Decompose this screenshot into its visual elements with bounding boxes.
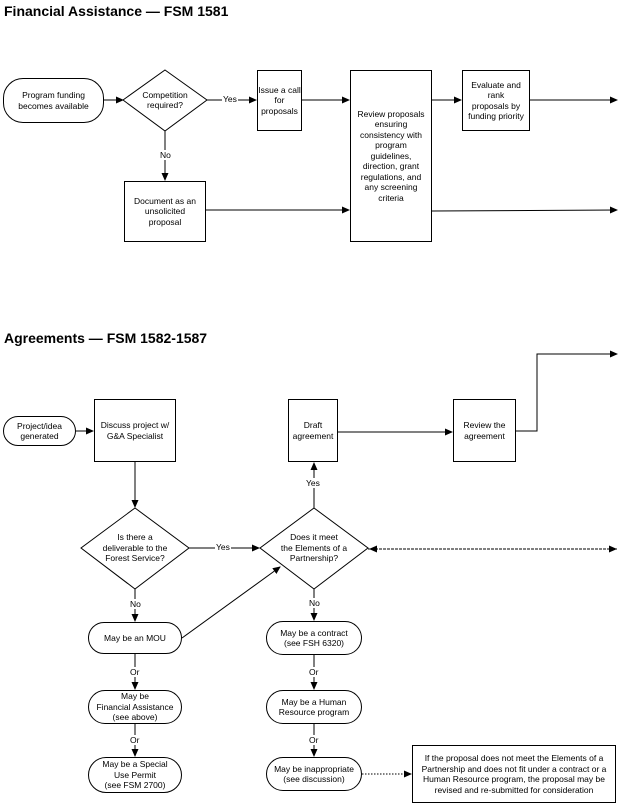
inappropriate-terminal: May be inappropriate (see discussion) xyxy=(266,757,362,791)
arrow-mou-to-elements xyxy=(181,566,281,639)
special-use-permit-terminal: May be a Special Use Permit (see FSM 270… xyxy=(88,757,182,793)
review-agreement-process: Review the agreement xyxy=(453,399,516,462)
financial-assistance-title: Financial Assistance — FSM 1581 xyxy=(4,3,229,19)
no-label: No xyxy=(159,150,172,160)
document-unsolicited-process: Document as an unsolicited proposal xyxy=(124,181,206,242)
contract-terminal: May be a contract (see FSH 6320) xyxy=(266,621,362,655)
competition-required-decision: Competition required? xyxy=(142,89,188,111)
or-label-4: Or xyxy=(308,735,320,745)
or-label-3: Or xyxy=(308,667,320,677)
project-idea-terminal: Project/idea generated xyxy=(3,416,76,446)
agreements-title: Agreements — FSM 1582-1587 xyxy=(4,330,208,346)
arrow-review-agreement-out xyxy=(516,350,618,432)
evaluate-rank-process: Evaluate and rank proposals by funding p… xyxy=(462,70,530,131)
yes-label: Yes xyxy=(222,94,238,104)
human-resource-terminal: May be a Human Resource program xyxy=(266,690,362,724)
deliverable-decision: Is there a deliverable to the Forest Ser… xyxy=(102,532,168,564)
or-label-1: Or xyxy=(129,667,141,677)
mou-terminal: May be an MOU xyxy=(88,622,182,654)
review-proposals-process: Review proposals ensuring consistency wi… xyxy=(350,70,432,242)
program-funding-terminal: Program funding becomes available xyxy=(3,78,104,123)
financial-assistance-terminal: May be Financial Assistance (see above) xyxy=(88,690,182,724)
no-label-elements: No xyxy=(308,598,321,608)
yes-label-elements: Yes xyxy=(305,478,321,488)
no-label-deliverable: No xyxy=(129,599,142,609)
arrow-review-out xyxy=(431,206,618,214)
resubmit-note-box: If the proposal does not meet the Elemen… xyxy=(412,745,616,803)
issue-call-process: Issue a call for proposals xyxy=(257,70,302,131)
or-label-2: Or xyxy=(129,735,141,745)
draft-agreement-process: Draft agreement xyxy=(288,399,338,462)
elements-decision: Does it meet the Elements of a Partnersh… xyxy=(280,532,348,564)
yes-label-deliverable: Yes xyxy=(215,542,231,552)
discuss-project-process: Discuss project w/ G&A Specialist xyxy=(94,399,176,462)
